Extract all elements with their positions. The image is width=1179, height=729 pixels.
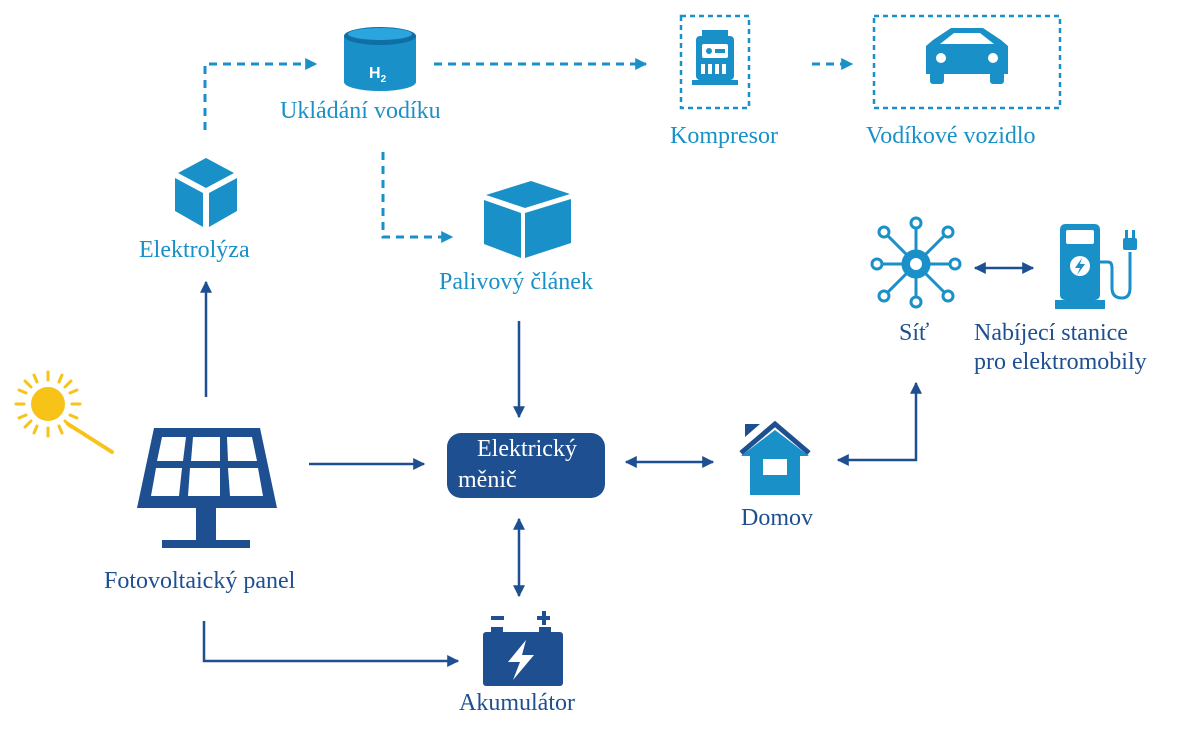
h2-label: H2	[369, 65, 387, 85]
fuel-cell-icon	[484, 181, 571, 258]
pv-to-battery-arrow	[202, 621, 460, 667]
fuel-cell-label: Palivový článek	[439, 269, 593, 295]
home-grid-arrow	[836, 381, 922, 466]
compressor-label: Kompresor	[670, 123, 778, 149]
pv-panel-label: Fotovoltaický panel	[104, 568, 296, 594]
pv-panel-icon	[137, 428, 277, 548]
hydrogen-storage-label: Ukládání vodíku	[280, 98, 441, 124]
home-icon	[739, 420, 811, 495]
home-label: Domov	[741, 505, 813, 531]
h2-letter: H	[369, 65, 381, 82]
vehicle-frame	[872, 14, 1062, 110]
compressor-icon	[692, 30, 738, 85]
charging-station-label-line2: pro elektromobily	[974, 349, 1147, 375]
hydrogen-tank-icon	[344, 27, 416, 91]
h2-subscript: 2	[381, 74, 387, 85]
battery-label: Akumulátor	[459, 690, 575, 716]
compressor-frame	[679, 14, 751, 110]
battery-icon	[483, 611, 563, 686]
charging-station-label-line1: Nabíjecí stanice	[974, 320, 1128, 346]
inverter-label-line1: Elektrický	[477, 436, 577, 462]
electrolysis-to-storage-arrow	[203, 58, 318, 130]
sun-icon	[14, 370, 114, 454]
grid-network-icon	[870, 216, 962, 309]
electrolysis-label: Elektrolýza	[139, 237, 250, 263]
electrolysis-cube-icon	[175, 158, 237, 227]
storage-to-fuelcell-arrow	[381, 152, 454, 243]
hydrogen-vehicle-label: Vodíkové vozidlo	[866, 123, 1036, 149]
inverter-label-line2: měnič	[458, 467, 517, 493]
ev-charger-icon	[1055, 224, 1137, 309]
grid-label: Síť	[899, 320, 930, 346]
car-icon	[926, 28, 1008, 84]
inverter-box	[447, 433, 605, 498]
